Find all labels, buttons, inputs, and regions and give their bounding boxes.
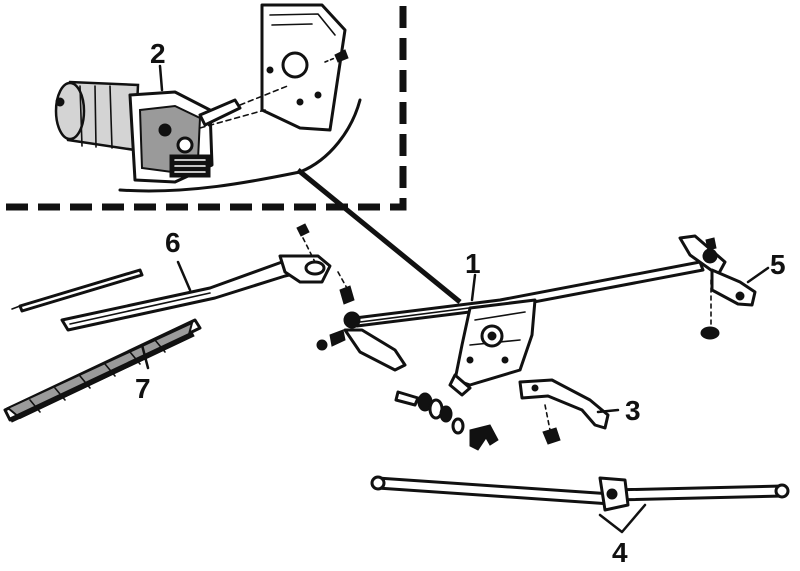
- fastener-stack: [394, 390, 499, 451]
- label-3: 3: [625, 395, 641, 426]
- linkage-rods: [370, 475, 790, 534]
- inset-dashed-frame: [6, 6, 407, 211]
- inset-detail: [6, 3, 407, 211]
- label-2: 2: [150, 38, 166, 69]
- right-pivot: [678, 234, 757, 340]
- wiper-blade: [3, 318, 202, 423]
- arm-nut: [296, 223, 310, 237]
- label-1: 1: [465, 248, 481, 279]
- linkage-main: [316, 260, 705, 397]
- leader-6: [176, 260, 192, 292]
- label-5: 5: [770, 249, 786, 280]
- inset-curve: [118, 98, 362, 193]
- leader-5: [746, 266, 770, 284]
- label-4: 4: [612, 537, 628, 568]
- wiper-arm: [11, 254, 332, 332]
- inset-bracket-plate: [199, 3, 349, 132]
- leader-7: [140, 343, 150, 370]
- leader-3: [596, 408, 620, 414]
- small-bracket: [518, 378, 610, 445]
- label-6: 6: [165, 227, 181, 258]
- leader-1: [470, 273, 477, 302]
- label-7: 7: [135, 373, 151, 404]
- inset-leader-line: [296, 168, 462, 304]
- leader-2: [158, 64, 164, 92]
- wiper-motor: [54, 80, 242, 184]
